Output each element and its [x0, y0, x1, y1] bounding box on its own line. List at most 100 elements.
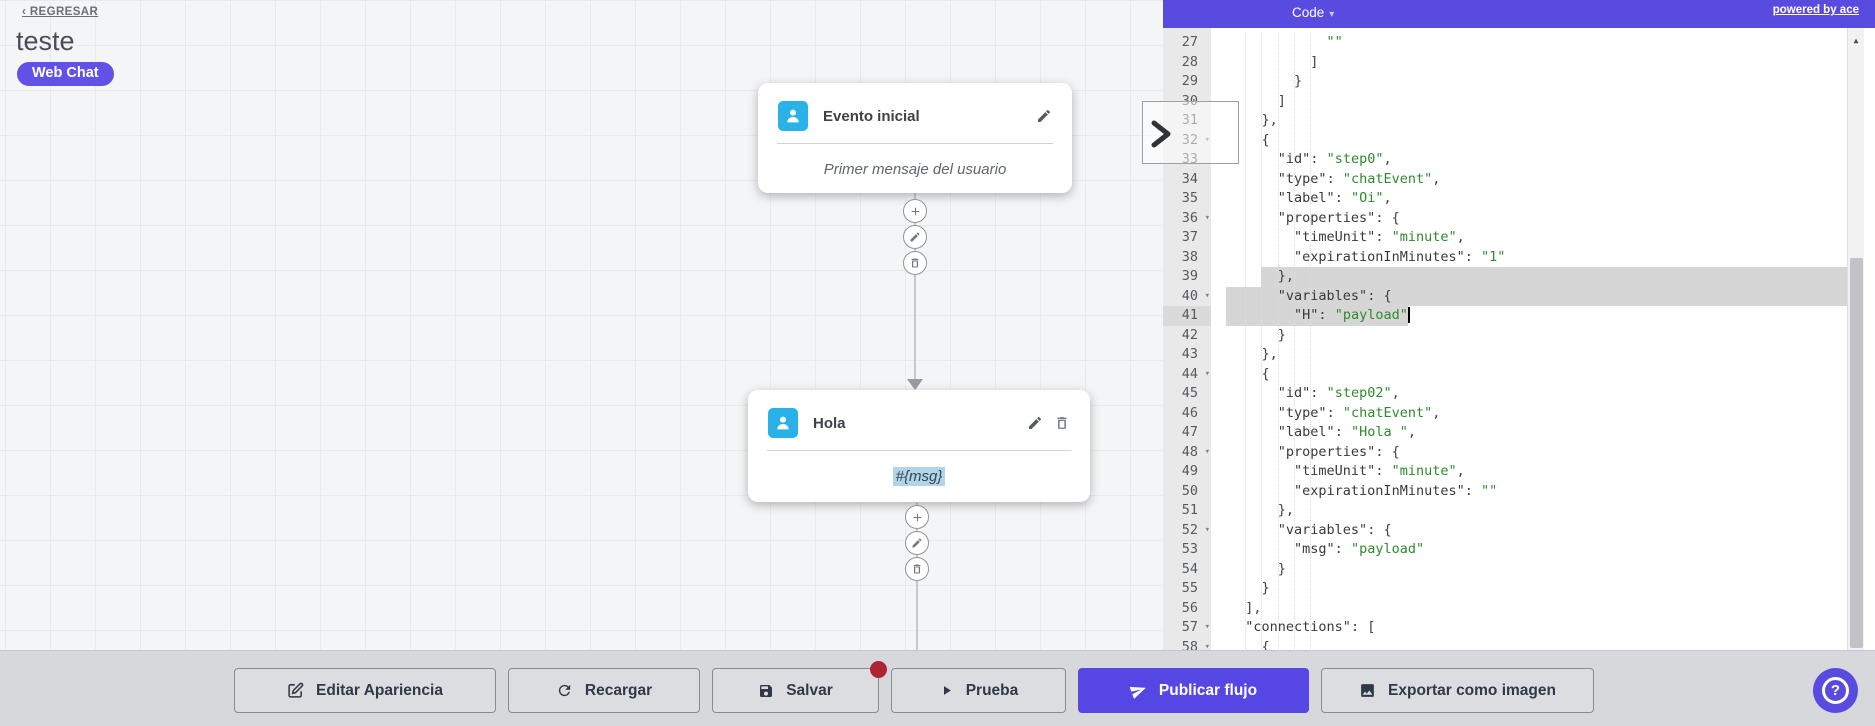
question-mark-icon: ? — [1822, 677, 1849, 704]
gutter-line-number: 39 — [1181, 268, 1198, 284]
edit-icon — [288, 682, 304, 698]
image-icon — [1361, 684, 1374, 697]
code-line: }, — [1261, 112, 1278, 128]
code-line: }, — [1277, 268, 1295, 284]
node-title: Evento inicial — [823, 107, 920, 125]
code-line: { — [1261, 365, 1270, 382]
pencil-icon — [910, 232, 920, 242]
edit-appearance-button[interactable]: Editar Apariencia — [234, 668, 496, 713]
plus-icon — [911, 207, 919, 215]
code-line: "" — [1326, 34, 1343, 50]
code-line: "expirationInMinutes": "" — [1294, 482, 1498, 499]
edit-node-icon[interactable] — [1036, 108, 1052, 124]
gutter-line-number: 53 — [1181, 541, 1198, 557]
add-step-button[interactable] — [903, 199, 927, 223]
code-editor[interactable]: 272829303132▾33343536▾37383940▾41424344▾… — [1163, 28, 1875, 653]
code-line: "label": "Oi", — [1277, 190, 1392, 206]
node-title: Hola — [813, 414, 846, 432]
chevron-down-icon: ▾ — [1329, 9, 1335, 20]
gutter-line-number: 57▾ — [1163, 618, 1211, 638]
back-link[interactable]: ‹ REGRESAR — [22, 6, 99, 18]
chevron-right-icon — [1151, 120, 1171, 148]
delete-node-icon[interactable] — [1054, 415, 1070, 431]
fold-toggle-icon[interactable]: ▾ — [1204, 368, 1210, 379]
divider — [777, 143, 1053, 144]
code-line: "timeUnit": "minute", — [1294, 463, 1465, 479]
edit-node-icon[interactable] — [1027, 415, 1043, 431]
code-line: ] — [1310, 53, 1319, 70]
gutter-line-number: 51 — [1181, 502, 1198, 518]
gutter-line-number: 49 — [1181, 463, 1198, 479]
play-icon — [943, 686, 951, 695]
save-button[interactable]: Salvar — [712, 661, 887, 713]
code-mode-dropdown[interactable]: Code ▾ — [1292, 5, 1334, 20]
code-line: "variables": { — [1277, 287, 1392, 304]
fold-toggle-icon[interactable]: ▾ — [1204, 290, 1210, 301]
connector-line — [914, 193, 916, 383]
code-line: { — [1261, 638, 1270, 654]
editor-scrollbar[interactable]: ▲ — [1847, 28, 1864, 653]
test-button[interactable]: Prueba — [891, 668, 1066, 713]
panel-collapse-button[interactable] — [1142, 101, 1239, 164]
gutter-line-number: 58▾ — [1163, 638, 1211, 654]
add-step-button[interactable] — [905, 505, 929, 529]
code-panel: Code▾ powered by ace 272829303132▾333435… — [1163, 0, 1875, 653]
delete-step-button[interactable] — [905, 557, 929, 581]
help-button[interactable]: ? — [1813, 668, 1858, 713]
gutter-line-number: 36▾ — [1163, 209, 1211, 229]
fold-toggle-icon[interactable]: ▾ — [1204, 212, 1210, 223]
gutter-line-number: 48▾ — [1163, 443, 1211, 463]
edit-step-button[interactable] — [905, 531, 929, 555]
gutter-line-number: 43 — [1181, 346, 1198, 362]
bottom-toolbar: Editar Apariencia Recargar Salvar Prueba… — [0, 650, 1875, 726]
flow-canvas[interactable]: ‹ REGRESAR teste Web Chat Evento inicial — [0, 0, 1163, 650]
scroll-up-icon[interactable]: ▲ — [1853, 36, 1859, 45]
node-hola[interactable]: Hola #{msg} — [748, 390, 1090, 502]
code-line: } — [1277, 326, 1286, 343]
publish-flow-button[interactable]: Publicar flujo — [1078, 668, 1309, 713]
trash-icon — [913, 564, 921, 574]
page-title: teste — [16, 26, 75, 56]
button-label: Salvar — [786, 681, 833, 699]
delete-step-button[interactable] — [903, 251, 927, 275]
text-selection — [1226, 306, 1408, 326]
fold-toggle-icon[interactable]: ▾ — [1204, 524, 1210, 535]
code-line: } — [1277, 560, 1286, 577]
gutter-line-number: 29 — [1181, 73, 1198, 89]
code-line: "connections": [ — [1245, 619, 1376, 635]
node-evento-inicial[interactable]: Evento inicial Primer mensaje del usuari… — [758, 83, 1072, 193]
code-line: "id": "step02", — [1277, 385, 1400, 401]
fold-toggle-icon[interactable]: ▾ — [1204, 446, 1210, 457]
button-label: Publicar flujo — [1158, 681, 1258, 699]
code-line: "timeUnit": "minute", — [1294, 229, 1465, 245]
gutter-line-number: 44▾ — [1163, 365, 1211, 385]
code-line: ], — [1245, 599, 1262, 616]
selected-variable-text: #{msg} — [892, 467, 946, 486]
gutter-line-number: 37 — [1181, 229, 1198, 245]
code-mode-label: Code — [1292, 5, 1325, 20]
button-label: Exportar como imagen — [1388, 681, 1556, 699]
scrollbar-thumb[interactable] — [1850, 258, 1863, 648]
pencil-icon — [912, 538, 922, 548]
fold-toggle-icon[interactable]: ▾ — [1204, 641, 1210, 652]
code-line: "expirationInMinutes": "1" — [1294, 248, 1506, 265]
gutter-line-number: 35 — [1181, 190, 1198, 206]
connector-arrow-icon — [907, 379, 923, 390]
export-image-button[interactable]: Exportar como imagen — [1321, 668, 1594, 713]
edit-step-button[interactable] — [903, 225, 927, 249]
text-cursor — [1408, 307, 1410, 323]
send-icon — [1129, 686, 1146, 699]
fold-toggle-icon[interactable]: ▾ — [1204, 622, 1210, 632]
powered-by-ace-link[interactable]: powered by ace — [1772, 4, 1859, 16]
code-line: }, — [1277, 502, 1295, 518]
code-line: "msg": "payload" — [1294, 541, 1425, 557]
gutter-line-number: 41 — [1163, 306, 1211, 326]
gutter-line-number: 40▾ — [1163, 287, 1211, 307]
gutter-line-number: 42 — [1181, 326, 1198, 343]
unsaved-changes-badge — [870, 661, 887, 678]
reload-button[interactable]: Recargar — [508, 668, 700, 713]
node-body-text: Primer mensaje del usuario — [823, 161, 1007, 178]
code-line: } — [1294, 73, 1303, 89]
channel-badge: Web Chat — [17, 62, 114, 86]
gutter-line-number: 47 — [1181, 424, 1198, 440]
